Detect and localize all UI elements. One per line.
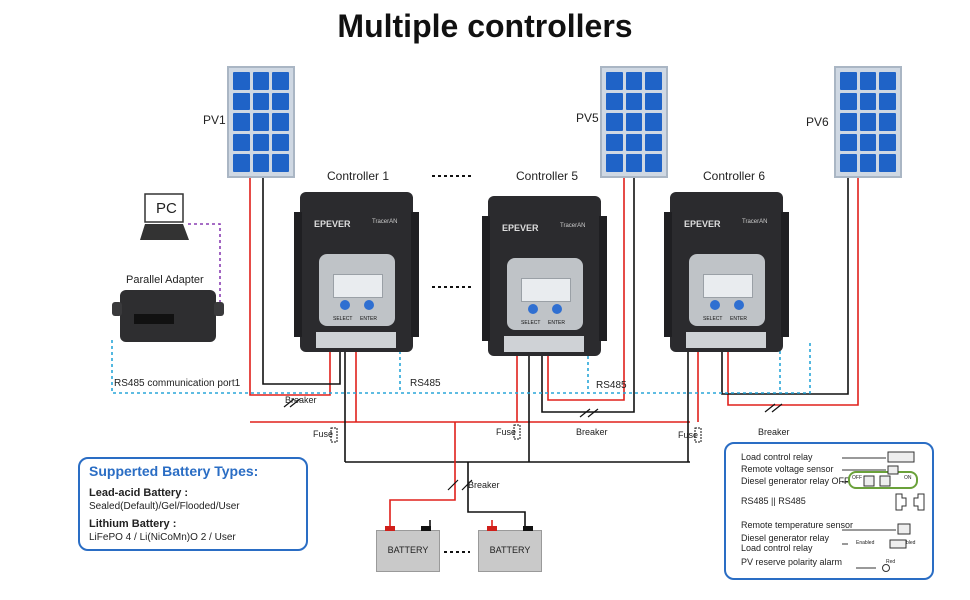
legend-arrows: [842, 451, 925, 572]
terminal-block: [316, 332, 396, 348]
enter-label: ENTER: [730, 316, 747, 322]
enter-button[interactable]: [734, 300, 744, 310]
legend-diesel-off: Diesel generator relay OFF: [741, 476, 850, 486]
breaker-6: [764, 403, 783, 413]
select-label: SELECT: [521, 320, 541, 326]
breaker-5: [579, 408, 599, 418]
model-label: TracerAN: [560, 223, 586, 229]
pv5-positive-wire: [547, 172, 625, 401]
fuse-1: [330, 427, 338, 443]
battery-types-box: Supperted Battery Types: Lead-acid Batte…: [78, 457, 308, 551]
pc-label: PC: [156, 200, 177, 217]
lead-acid-title: Lead-acid Battery :: [89, 487, 189, 499]
pv5-panel: [600, 66, 668, 178]
legend-red: Red: [886, 559, 896, 565]
page-title: Multiple controllers: [337, 8, 633, 44]
controller-5: EPEVER TracerAN SELECT ENTER: [482, 196, 607, 356]
legend-on: ON: [904, 475, 912, 481]
brand-logo: EPEVER: [502, 223, 539, 233]
legend-enabled: Enabled: [856, 540, 875, 546]
legend-remote-voltage: Remote voltage sensor: [741, 464, 834, 474]
rs485-line: [111, 340, 811, 394]
model-label: TracerAN: [372, 219, 398, 225]
breaker-1-label: Breaker: [285, 395, 317, 405]
controller-6-label: Controller 6: [703, 169, 766, 183]
battery-1: BATTERY: [376, 526, 440, 572]
pv6-panel: [834, 66, 902, 178]
legend-rs485: RS485 || RS485: [741, 496, 806, 506]
breaker-5-label: Breaker: [576, 427, 608, 437]
battery-types-title: Supperted Battery Types:: [89, 463, 259, 479]
battery-2: BATTERY: [478, 526, 542, 572]
lithium-title: Lithium Battery :: [89, 518, 177, 530]
lcd-display: [521, 278, 571, 302]
fuse-5-label: Fuse: [496, 427, 517, 437]
terminal-block: [504, 336, 584, 352]
legend-pv-alarm: PV reserve polarity alarm: [741, 557, 843, 567]
select-button[interactable]: [340, 300, 350, 310]
pv6-label: PV6: [806, 115, 829, 129]
pv5-negative-wire: [541, 172, 635, 413]
enter-label: ENTER: [548, 320, 565, 326]
terminal-block: [686, 332, 766, 348]
controller-1: EPEVER TracerAN SELECT ENTER: [294, 192, 419, 352]
controller-5-label: Controller 5: [516, 169, 579, 183]
terminal-legend-box: Load control relay Remote voltage sensor…: [724, 442, 934, 580]
legend-remote-temp: Remote temperature sensor: [741, 520, 854, 530]
laptop-icon: [140, 193, 189, 240]
rs485-line-2: [399, 345, 781, 393]
main-positive: [389, 422, 456, 528]
brand-logo: EPEVER: [314, 219, 351, 229]
select-button[interactable]: [528, 304, 538, 314]
pc-laptop: [140, 192, 190, 244]
breaker-main: [447, 479, 473, 491]
legend-off: OFF: [852, 475, 862, 481]
breaker-1: [283, 398, 301, 408]
enter-button[interactable]: [552, 304, 562, 314]
legend-load-relay-2: Load control relay: [741, 543, 813, 553]
legend-diesel-relay: Diesel generator relay: [741, 533, 830, 543]
pv1-label: PV1: [203, 113, 226, 127]
rs485-label-2: RS485: [596, 380, 627, 391]
adapter-label: Parallel Adapter: [126, 274, 204, 286]
controller-6: EPEVER TracerAN SELECT ENTER: [664, 192, 789, 352]
brand-logo: EPEVER: [684, 219, 721, 229]
fuse-5: [513, 424, 521, 440]
battery-2-label: BATTERY: [489, 545, 531, 555]
pv1-panel: [227, 66, 295, 178]
lcd-display: [703, 274, 753, 298]
select-label: SELECT: [333, 316, 353, 322]
pv5-label: PV5: [576, 111, 599, 125]
enter-label: ENTER: [360, 316, 377, 322]
lead-acid-types: Sealed(Default)/Gel/Flooded/User: [89, 501, 240, 512]
model-label: TracerAN: [742, 219, 768, 225]
rs485-port-label: RS485 communication port1: [114, 378, 241, 389]
enter-button[interactable]: [364, 300, 374, 310]
breaker-main-label: Breaker: [468, 480, 500, 490]
fuse-6-label: Fuse: [678, 430, 699, 440]
lcd-display: [333, 274, 383, 298]
select-button[interactable]: [710, 300, 720, 310]
battery-1-label: BATTERY: [387, 545, 429, 555]
controller-1-label: Controller 1: [327, 169, 390, 183]
breaker-6-label: Breaker: [758, 427, 790, 437]
fuse-1-label: Fuse: [313, 429, 334, 439]
select-label: SELECT: [703, 316, 723, 322]
lithium-types: LiFePO 4 / Li(NiCoMn)O 2 / User: [89, 532, 236, 543]
pv6-negative-wire: [721, 172, 849, 395]
rs485-label-1: RS485: [410, 378, 441, 389]
fuse-6: [694, 427, 702, 443]
pv6-positive-wire: [727, 172, 859, 406]
main-negative: [467, 462, 526, 528]
pv1-positive-wire: [249, 170, 331, 396]
legend-load-relay: Load control relay: [741, 452, 813, 462]
parallel-adapter: [112, 290, 224, 342]
pv1-negative-wire: [262, 170, 341, 385]
